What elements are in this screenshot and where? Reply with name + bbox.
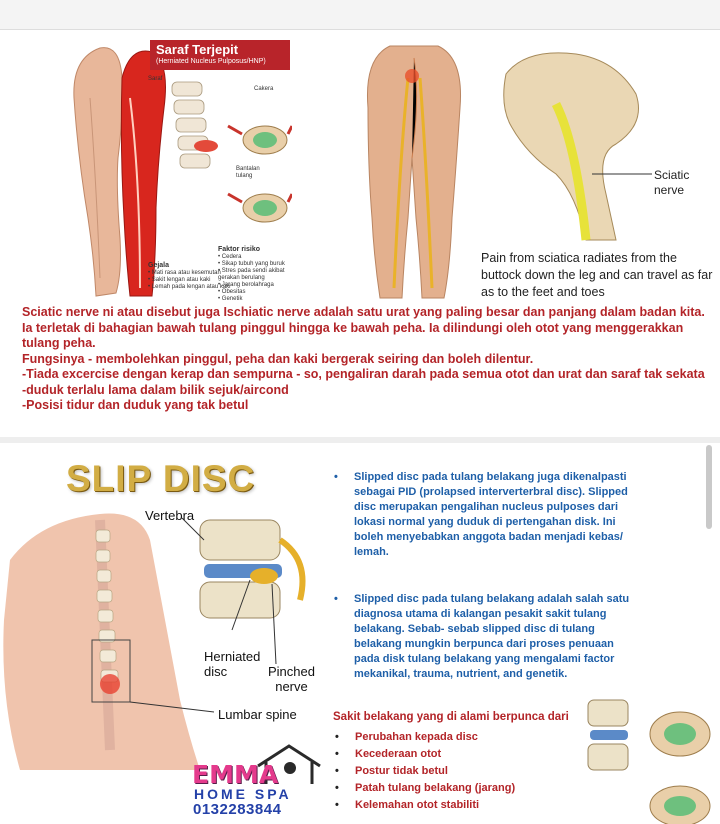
label-vertebra: Vertebra [145,508,195,523]
description-paragraph: -duduk terlalu lama dalam bilik sejuk/ai… [22,382,289,397]
faktor-item: Jarang berolahraga [221,282,274,288]
list-item: Patah tulang belakang (jarang) [333,780,515,797]
logo-phone: 0132283844 [193,801,282,818]
house-icon [257,744,321,784]
faktor-block: Faktor risiko • Cedera • Sikap tubuh yan… [218,246,285,302]
legs-illustration [73,47,292,297]
faktor-item: Cedera [221,254,242,260]
saraf-terjepit-title: Saraf Terjepit [156,42,239,57]
back-spine-illustration [3,513,306,770]
list-item: Postur tidak betul [333,763,515,780]
faktor-item: Sikap tubuh yang buruk [221,261,285,267]
faktor-item: Stres pada sendi akibat gerakan berulang [218,268,285,281]
sakit-list: Perubahan kepada disc Kecederaan otot Po… [333,729,515,814]
list-item: Kecederaan otot [333,746,515,763]
saraf-terjepit-panel: Saraf Terjepit (Herniated Nucleus Pulpos… [60,38,292,302]
scrollbar[interactable] [706,445,712,529]
sakit-heading: Sakit belakang yang di alami berpunca da… [333,711,569,723]
slip-disc-title: SLIP DISC [66,458,256,499]
gejala-item: Mati rasa atau kesemutan [151,270,221,276]
gejala-item: Lemah pada lengan atau kaki [151,284,231,290]
slip-bullet: • Slipped disc pada tulang belakang juga… [334,470,634,560]
saraf-terjepit-header: Saraf Terjepit (Herniated Nucleus Pulpos… [150,40,290,70]
label-herniated-disc: Herniated disc [204,649,261,679]
disc-closeup-illustration [587,699,711,824]
slip-bullet-text: Slipped disc pada tulang belakang adalah… [354,593,630,680]
top-strip [0,0,720,30]
gejala-block: Gejala • Mati rasa atau kesemutan • Saki… [148,262,231,290]
logo-tagline: HOME SPA [194,786,292,802]
sciatic-nerve-label: Sciatic nerve [654,168,690,197]
label-bantalan: Bantalan tulang [236,166,260,179]
back-legs-illustration [366,45,462,299]
gejala-heading: Gejala [148,262,170,269]
faktor-heading: Faktor risiko [218,246,261,253]
emma-home-spa-logo: EMMA HOME SPA 0132283844 [190,744,330,820]
description-paragraph: -Tiada excercise dengan kerap dan sempur… [22,367,705,381]
sciatica-caption: Pain from sciatica radiates from the but… [481,251,713,299]
description-paragraph: Sciatic nerve ni atau disebut juga Ischi… [22,305,705,350]
slip-bullet-text: Slipped disc pada tulang belakang juga d… [354,471,628,558]
pelvis-illustration [503,52,652,241]
label-pinched-nerve: Pinched nerve [268,664,315,694]
list-item: Perubahan kepada disc [333,729,515,746]
faktor-item: Genetik [221,296,243,302]
description-paragraph: -Posisi tidur dan duduk yang tak betul [22,398,249,412]
label-cakera: Cakera [254,86,274,92]
description-paragraph: Fungsinya - membolehkan pinggul, peha da… [22,351,534,366]
saraf-terjepit-subtitle: (Herniated Nucleus Pulposus/HNP) [156,58,266,65]
sciatic-description: Sciatic nerve ni atau disebut juga Ischi… [22,305,712,414]
gejala-item: Sakit lengan atau kaki [151,277,211,283]
section-divider [0,437,720,443]
list-item: Kelemahan otot stabiliti [333,797,515,814]
slip-bullet: • Slipped disc pada tulang belakang adal… [334,592,634,682]
logo-name: EMMA [192,760,279,789]
label-saraf: Saraf [148,76,163,82]
faktor-item: Obesitas [221,289,246,295]
label-lumbar-spine: Lumbar spine [218,707,297,722]
